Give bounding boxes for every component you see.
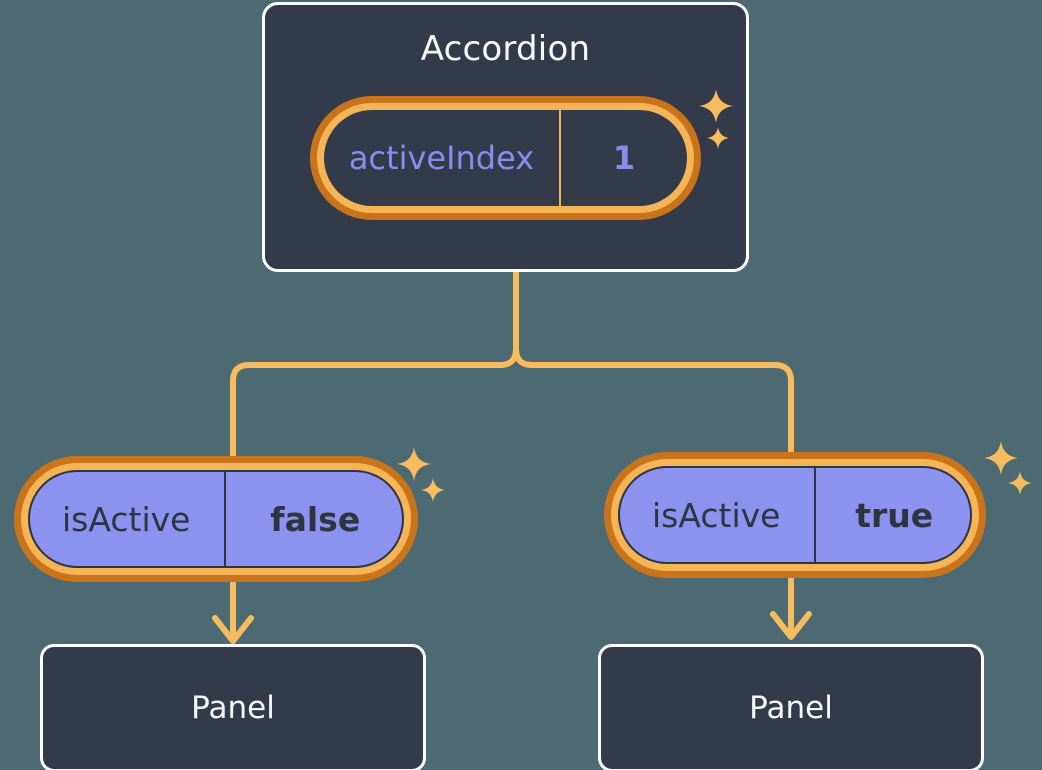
state-pill-isactive-true[interactable]: isActive true [604,452,986,578]
pill-divider [224,470,227,568]
state-key-label: activeIndex [348,139,535,177]
pill-ring-inner: activeIndex 1 [317,103,694,213]
pill-body: activeIndex 1 [324,110,687,206]
sparkle-small-icon [420,477,446,503]
pill-ring-inner: isActive true [611,459,979,571]
state-key-label: isActive [652,495,781,535]
sparkle-large-icon [983,440,1019,476]
connector-branch-right [513,346,794,459]
state-value-label: false [270,499,361,539]
pill-ring-inner: isActive false [21,463,411,575]
accordion-title: Accordion [420,29,591,69]
connector-branch-left [230,346,519,461]
connector-arrow-left-head [212,615,254,644]
panel-title: Panel [749,690,833,726]
sparkle-small-icon [1007,470,1033,496]
state-value-label: true [855,495,934,535]
state-pill-activeindex[interactable]: activeIndex 1 [310,96,701,220]
pill-ring-outer: isActive false [14,456,418,582]
pill-ring-outer: activeIndex 1 [310,96,701,220]
state-value-label: 1 [612,139,636,177]
panel-title: Panel [191,690,275,726]
state-pill-isactive-false[interactable]: isActive false [14,456,418,582]
pill-body: isActive false [28,470,404,568]
state-key-label: isActive [62,499,191,539]
pill-divider [559,110,561,206]
pill-divider [814,466,817,564]
panel-component-card-right[interactable]: Panel [598,644,984,770]
pill-body: isActive true [618,466,972,564]
connector-arrow-right-head [770,611,812,640]
pill-ring-outer: isActive true [604,452,986,578]
panel-component-card-left[interactable]: Panel [40,644,426,770]
